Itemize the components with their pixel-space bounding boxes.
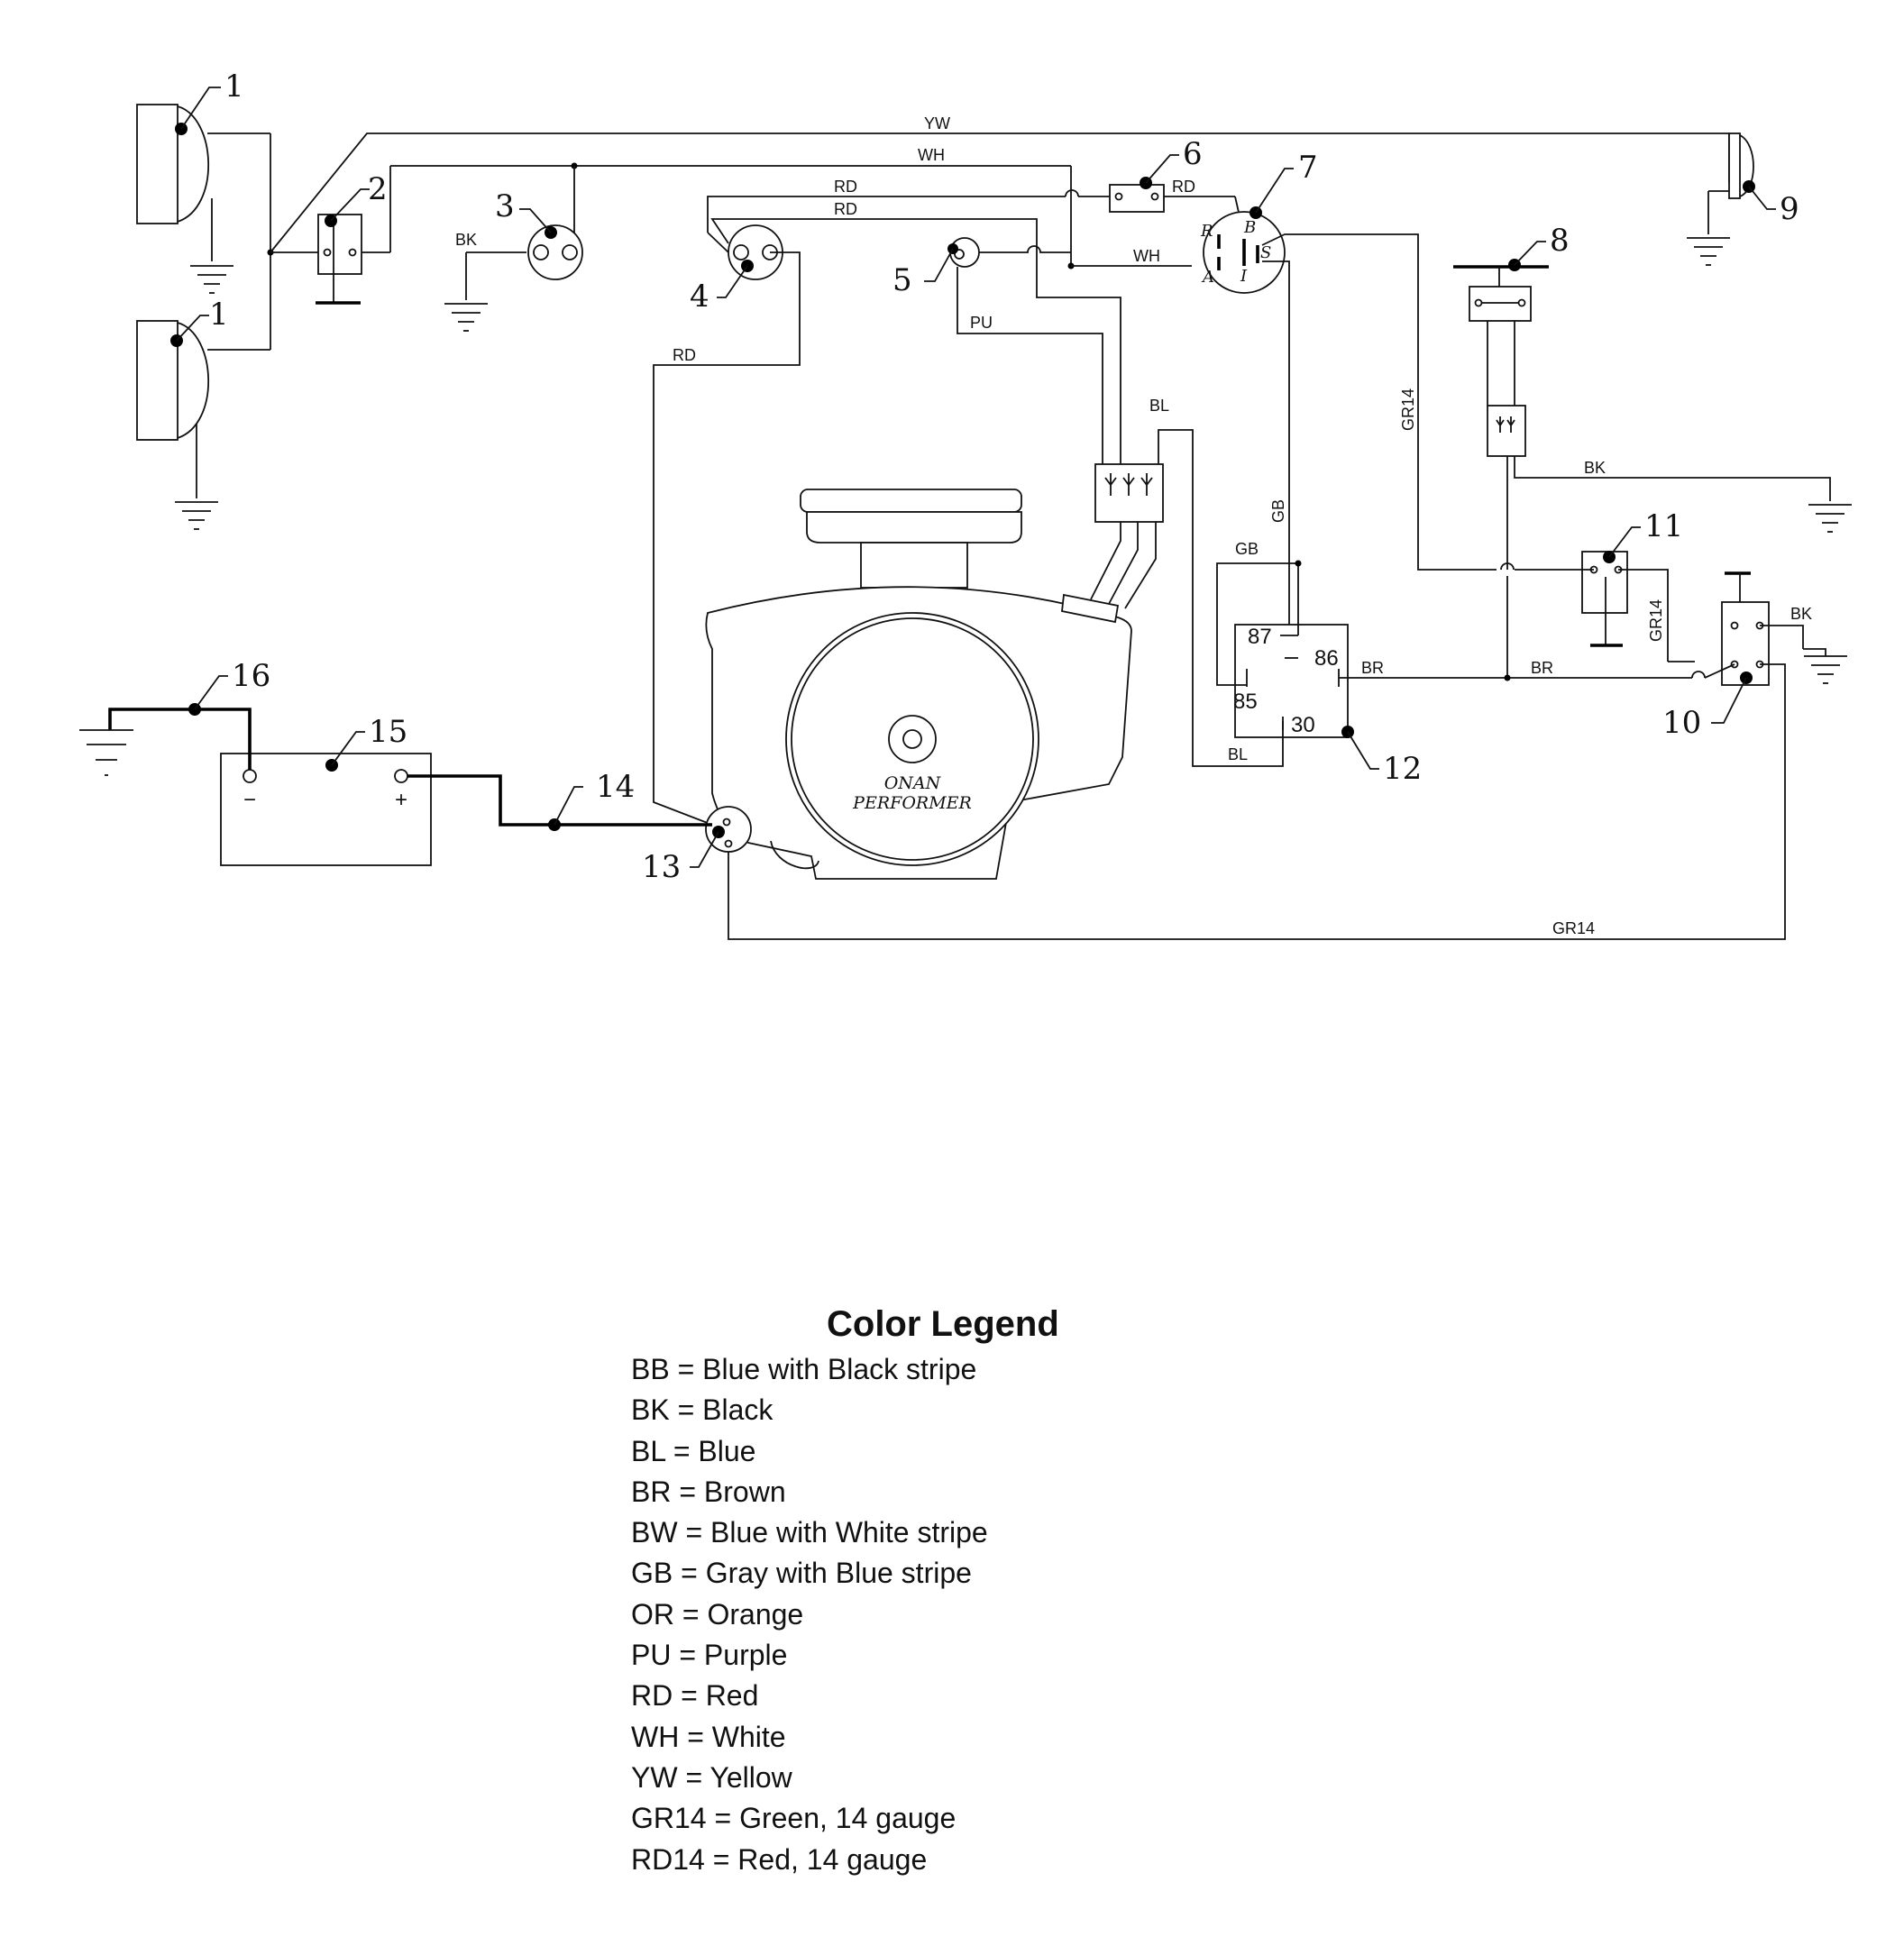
callout-7: 7 [1298, 150, 1318, 186]
relay [1234, 624, 1354, 738]
callout-leaders [176, 87, 1776, 868]
color-legend: Color Legend BB = Blue with Black stripe… [631, 1302, 1262, 1880]
battery: − + [220, 753, 432, 866]
wire-label-rd-6: RD [1172, 178, 1195, 196]
component-4-socket [728, 224, 783, 280]
callout-2: 2 [368, 171, 388, 207]
legend-item: BK = Black [631, 1393, 774, 1427]
engine-connector [1094, 463, 1164, 523]
light-switch [316, 214, 362, 305]
legend-item: BW = Blue with White stripe [631, 1516, 988, 1549]
component-3-socket [527, 224, 583, 280]
legend-item: OR = Orange [631, 1597, 804, 1631]
relay-terminal-85: 85 [1233, 690, 1258, 714]
ignition-terminal-i: I [1240, 267, 1248, 286]
legend-title: Color Legend [827, 1304, 1059, 1344]
legend-item: GR14 = Green, 14 gauge [631, 1802, 957, 1835]
callout-9: 9 [1780, 191, 1799, 227]
relay-terminal-30: 30 [1291, 713, 1315, 737]
wire-label-bk-10: BK [1790, 605, 1812, 623]
wire-label-gr14-10: GR14 [1647, 599, 1665, 642]
legend-items: BB = Blue with Black stripe BK = Black BL … [631, 1349, 1262, 1880]
wire-label-pu: PU [970, 314, 993, 332]
headlight-top [136, 104, 270, 294]
engine-brand-line1: ONAN [884, 773, 942, 793]
legend-item: PU = Purple [631, 1639, 788, 1672]
wire-label-gb-horiz: GB [1235, 540, 1259, 558]
callout-3: 3 [495, 188, 515, 224]
callout-13: 13 [642, 849, 681, 885]
legend-item: BR = Brown [631, 1475, 786, 1508]
wire-label-br-2: BR [1531, 659, 1553, 677]
callout-4: 4 [690, 279, 709, 315]
wire-label-wh-top: WH [918, 146, 945, 164]
ignition-terminal-b: B [1243, 218, 1256, 237]
legend-item: BB = Blue with Black stripe [631, 1353, 977, 1385]
wire-label-bk-3: BK [455, 231, 477, 249]
wiring-diagram: ONAN PERFORMER − + 1 1 2 [79, 69, 1853, 940]
callout-8: 8 [1550, 223, 1570, 259]
ignition-terminal-s: S [1260, 243, 1271, 262]
legend-item: RD14 = Red, 14 gauge [631, 1842, 928, 1876]
legend-item: RD = Red [631, 1679, 759, 1713]
wire-label-rd-2: RD [834, 200, 857, 218]
legend-item: YW = Yellow [631, 1760, 792, 1794]
ignition-terminal-r: R [1200, 222, 1213, 241]
engine: ONAN PERFORMER [705, 489, 1132, 880]
callout-15: 15 [369, 714, 407, 750]
callout-14: 14 [596, 769, 635, 805]
relay-terminal-87: 87 [1248, 625, 1272, 649]
legend-item: BL = Blue [631, 1434, 756, 1467]
battery-negative-label: − [243, 788, 256, 812]
wire-label-bl-top: BL [1149, 397, 1169, 415]
callout-1-bottom: 1 [209, 297, 229, 333]
callout-11: 11 [1644, 508, 1683, 544]
wire-label-br-1: BR [1361, 659, 1384, 677]
callout-1-top: 1 [224, 69, 244, 105]
callout-6: 6 [1183, 136, 1203, 172]
wire-label-gr14-vert: GR14 [1399, 388, 1417, 431]
legend-item: WH = White [631, 1720, 786, 1753]
component-8-switch [1453, 259, 1549, 322]
callout-12: 12 [1383, 751, 1422, 787]
headlight-bottom [136, 320, 270, 530]
wire-label-wh-mid: WH [1133, 247, 1160, 265]
component-11-switch [1581, 551, 1628, 647]
component-5-sender [947, 237, 980, 268]
ignition-terminal-a: A [1201, 268, 1214, 287]
wire-label-gr14-bottom: GR14 [1552, 919, 1595, 937]
callout-10: 10 [1662, 705, 1701, 741]
relay-terminal-86: 86 [1314, 646, 1339, 671]
wire-label-rd-left: RD [673, 346, 696, 364]
ignition-switch [1203, 206, 1286, 294]
wire-label-gb-vert: GB [1269, 499, 1287, 523]
legend-item: GB = Gray with Blue stripe [631, 1557, 972, 1590]
component-6-switch [1109, 177, 1165, 213]
callout-5: 5 [892, 262, 912, 298]
wire-label-bk-8: BK [1584, 459, 1606, 477]
wire-label-bl-bottom: BL [1228, 745, 1248, 763]
engine-brand-line2: PERFORMER [852, 793, 972, 813]
wire-label-rd-1: RD [834, 178, 857, 196]
callout-16: 16 [232, 658, 270, 694]
wire-label-yw: YW [924, 114, 950, 132]
battery-positive-label: + [395, 788, 407, 812]
connector-8 [1487, 405, 1526, 457]
component-10-switch [1721, 571, 1770, 686]
